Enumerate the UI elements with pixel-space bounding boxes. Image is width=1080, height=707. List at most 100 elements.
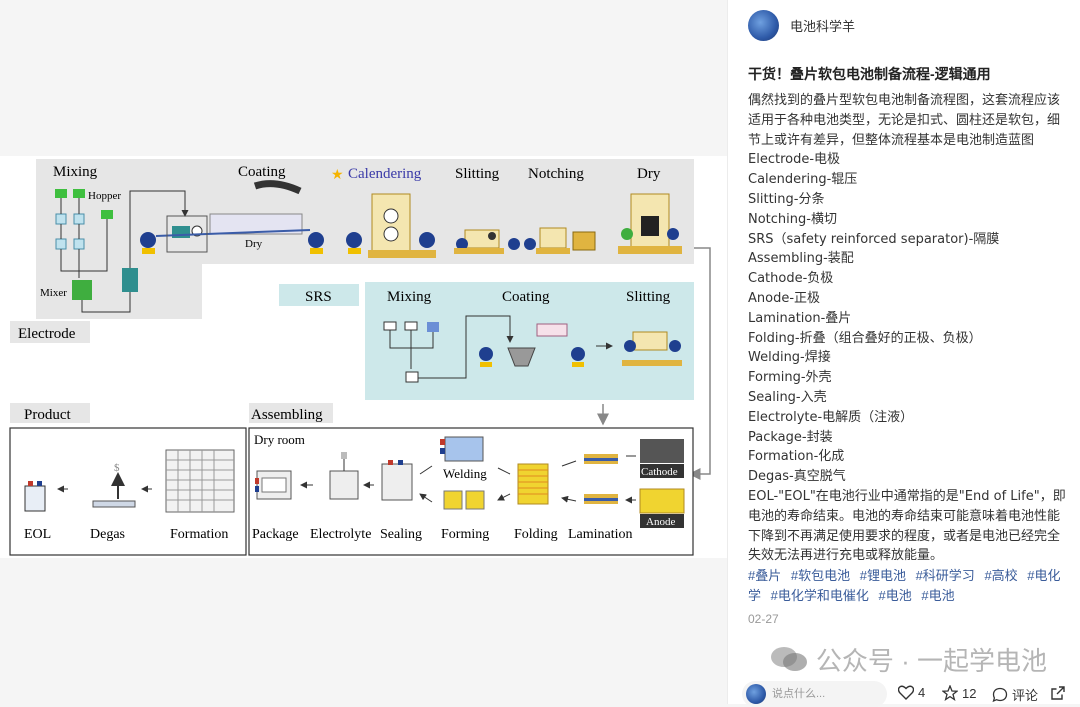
srs-apparatus <box>383 315 682 383</box>
welding-label: Welding <box>443 466 487 481</box>
share-icon <box>1051 686 1065 700</box>
process-diagram: Mixing Coating ★ Calendering Slitting No… <box>0 156 727 558</box>
post-body-line: Package-封装 <box>748 429 833 445</box>
post-body-line: Lamination-叠片 <box>748 310 852 326</box>
post-body-line: Cathode-负极 <box>748 271 834 287</box>
product-step-formation: Formation <box>170 527 228 542</box>
post-body: 偶然找到的叠片型软包电池制备流程图，这套流程应该适用于各种电池类型，无论是扣式、… <box>748 91 1070 566</box>
user-avatar <box>746 684 766 704</box>
post-body-line: EOL-"EOL"在电池行业中通常指的是"End of Life"，即电池的寿命… <box>748 488 1066 564</box>
post-date: 02-27 <box>748 612 779 626</box>
step-forming: Forming <box>441 527 489 542</box>
step-calendering: Calendering <box>348 166 422 182</box>
like-button[interactable]: 4 <box>898 685 925 700</box>
favorite-count: 12 <box>962 685 977 701</box>
electrode-tag <box>10 321 90 343</box>
watermark: 公众号 · 一起学电池 <box>728 642 1080 676</box>
slitting-apparatus <box>454 229 520 254</box>
hashtag-link[interactable]: #叠片 <box>748 568 782 583</box>
step-sealing: Sealing <box>380 527 422 542</box>
author-avatar[interactable] <box>748 10 779 41</box>
post-panel: 电池科学羊 干货！叠片软包电池制备流程-逻辑通用 偶然找到的叠片型软包电池制备流… <box>727 0 1080 707</box>
srs-step-coating: Coating <box>502 289 550 305</box>
step-folding: Folding <box>514 527 558 542</box>
post-body-line: Sealing-入壳 <box>748 389 827 405</box>
cathode-label: Cathode <box>641 466 678 478</box>
step-notching: Notching <box>528 166 584 182</box>
post-body-line: Calendering-辊压 <box>748 172 858 188</box>
comment-input[interactable]: 说点什么... <box>742 681 887 707</box>
product-step-eol: EOL <box>24 527 51 542</box>
post-body-line: Folding-折叠（组合叠好的正极、负极） <box>748 330 982 346</box>
star-icon <box>942 685 958 701</box>
electrode-panel <box>36 159 694 319</box>
post-title: 干货！叠片软包电池制备流程-逻辑通用 <box>748 66 991 82</box>
hashtag-link[interactable]: #电池 <box>921 587 955 603</box>
anode-label: Anode <box>646 516 675 528</box>
assembling-apparatus <box>255 436 685 528</box>
hashtag-link[interactable]: #电池 <box>878 587 912 603</box>
heart-icon <box>898 685 914 700</box>
step-electrolyte: Electrolyte <box>310 527 371 542</box>
post-tags: #叠片 #软包电池 #锂电池 #科研学习 #高校 #电化学 #电化学和电催化 #… <box>748 566 1073 606</box>
author-info[interactable]: 电池科学羊 <box>748 10 855 41</box>
calendering-apparatus <box>346 193 436 258</box>
image-viewer: Mixing Coating ★ Calendering Slitting No… <box>0 156 727 558</box>
srs-step-mixing: Mixing <box>387 289 432 305</box>
hashtag-link[interactable]: #高校 <box>984 568 1018 583</box>
comment-icon <box>992 687 1008 702</box>
post-body-line: Forming-外壳 <box>748 370 832 386</box>
star-icon: ★ <box>331 168 344 183</box>
favorite-button[interactable]: 12 <box>942 685 976 701</box>
interaction-bar: 说点什么... 4 12 评论 <box>728 676 1080 707</box>
post-body-line: SRS（safety reinforced separator)-隔膜 <box>748 231 1000 247</box>
product-label: Product <box>24 407 71 423</box>
hashtag-link[interactable]: #软包电池 <box>790 568 851 583</box>
watermark-text: 公众号 · 一起学电池 <box>815 645 1047 676</box>
comment-label: 评论 <box>1012 688 1039 703</box>
like-count: 4 <box>918 685 926 700</box>
srs-label: SRS <box>305 289 332 305</box>
post-body-line: Slitting-分条 <box>748 191 825 207</box>
post-body-line: Notching-横切 <box>748 211 837 227</box>
product-apparatus: $ <box>24 449 235 513</box>
post-body-line: Degas-真空脱气 <box>748 469 846 485</box>
hashtag-link[interactable]: #锂电池 <box>859 568 906 583</box>
product-tag <box>10 403 90 423</box>
step-coating: Coating <box>238 164 286 180</box>
notching-apparatus <box>524 227 596 254</box>
step-dry: Dry <box>637 166 661 182</box>
mixing-apparatus: Hopper Mixer <box>40 189 189 313</box>
step-slitting: Slitting <box>455 166 500 182</box>
hashtag-link[interactable]: #电化学 <box>748 568 1061 603</box>
post-body-line: Formation-化成 <box>748 449 845 465</box>
svg-text:$: $ <box>114 462 120 474</box>
post-body-line: Electrode-电极 <box>748 152 841 168</box>
srs-tag <box>279 284 359 306</box>
hashtag-link[interactable]: #科研学习 <box>915 568 975 583</box>
author-name[interactable]: 电池科学羊 <box>790 19 856 34</box>
post-body-line: Electrolyte-电解质（注液） <box>748 409 914 425</box>
srs-step-slitting: Slitting <box>626 289 671 305</box>
share-button[interactable] <box>1050 685 1070 701</box>
mixer-label: Mixer <box>40 287 67 299</box>
post-body-line: Anode-正极 <box>748 290 821 306</box>
post-body-line: Assembling-装配 <box>748 251 854 267</box>
step-package: Package <box>252 527 299 542</box>
dry-room-label: Dry room <box>254 432 305 447</box>
hopper-label: Hopper <box>88 190 121 202</box>
post-body-line: Welding-焊接 <box>748 350 831 366</box>
step-mixing: Mixing <box>53 164 98 180</box>
assembling-tag <box>249 403 333 423</box>
dry-apparatus <box>618 193 682 254</box>
dry-label: Dry <box>245 238 263 250</box>
assembling-label: Assembling <box>251 407 323 423</box>
product-step-degas: Degas <box>90 527 125 542</box>
coating-apparatus: Dry <box>140 180 324 254</box>
wechat-icon <box>770 647 807 671</box>
hashtag-link[interactable]: #电化学和电催化 <box>770 587 869 603</box>
electrode-label: Electrode <box>18 326 76 342</box>
post-body-line: 偶然找到的叠片型软包电池制备流程图，这套流程应该适用于各种电池类型，无论是扣式、… <box>748 93 1061 148</box>
step-lamination: Lamination <box>568 527 633 542</box>
comment-button[interactable]: 评论 <box>992 685 1038 704</box>
